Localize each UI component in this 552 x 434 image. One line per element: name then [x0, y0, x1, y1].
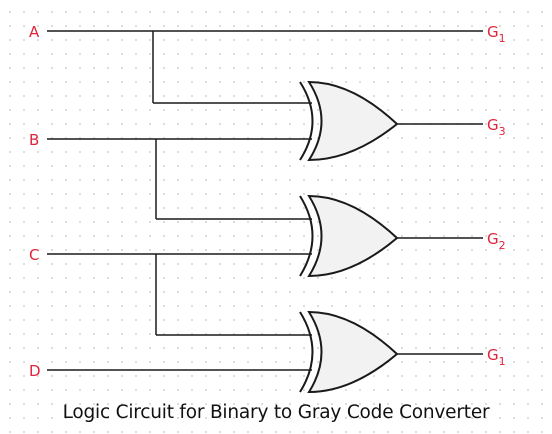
output-label-gate1: G3 [487, 116, 506, 138]
output-label-gate3-letter: G [487, 346, 499, 364]
xor-gate-2 [299, 194, 399, 278]
input-label-c: C [29, 246, 39, 264]
xor-gate-3 [299, 310, 399, 394]
input-label-d: D [29, 362, 41, 380]
output-label-top-letter: G [487, 23, 499, 41]
output-label-gate3: G1 [487, 346, 506, 368]
diagram-caption: Logic Circuit for Binary to Gray Code Co… [62, 402, 490, 423]
output-label-top: G1 [487, 23, 506, 45]
output-label-top-subscript: 1 [499, 32, 506, 45]
output-label-gate1-subscript: 3 [499, 125, 506, 138]
input-label-b: B [29, 131, 39, 149]
binary-to-gray-circuit: A B C D G1 G3 G2 G1 [29, 23, 506, 394]
output-label-gate3-subscript: 1 [499, 355, 506, 368]
output-label-gate2-subscript: 2 [499, 239, 506, 252]
output-label-gate1-letter: G [487, 116, 499, 134]
xor-gate-1 [299, 80, 399, 162]
input-label-a: A [29, 23, 40, 41]
output-label-gate2-letter: G [487, 230, 499, 248]
output-label-gate2: G2 [487, 230, 506, 252]
